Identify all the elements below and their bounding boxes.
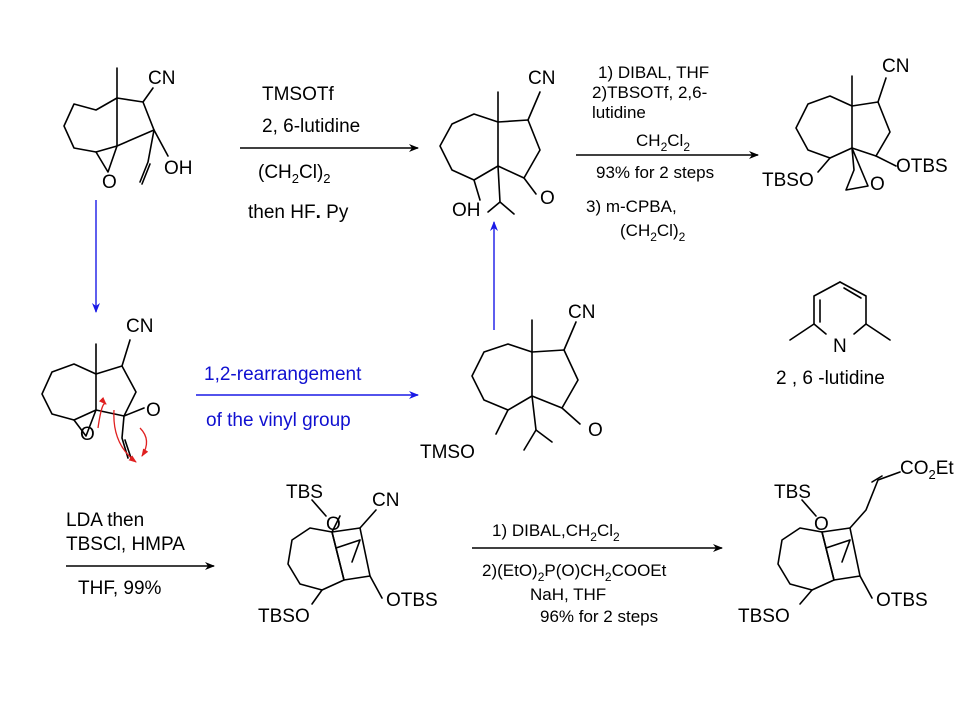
c2-ketone-o-label: O xyxy=(540,188,555,209)
step-2-yield: 93% for 2 steps xyxy=(596,163,714,182)
compound-4: CN O O xyxy=(41,316,161,463)
c7-otbs-label: OTBS xyxy=(876,590,928,611)
c4-o-label: O xyxy=(80,424,95,445)
c6-o-label: O xyxy=(326,514,341,535)
c1-oh-label: OH xyxy=(164,158,193,179)
step-2-line-3: lutidine xyxy=(592,103,646,122)
step-4: 1) DIBAL,CH2Cl2 2)(EtO)2P(O)CH2COOEt NaH… xyxy=(472,521,723,626)
step-1-reagent-1: TMSOTf xyxy=(262,84,334,105)
step-3-line-2: TBSCl, HMPA xyxy=(66,534,185,555)
step-2-line-2: 2)TBSOTf, 2,6- xyxy=(592,83,707,102)
step-2: 1) DIBAL, THF 2)TBSOTf, 2,6- lutidine CH… xyxy=(576,63,759,244)
step-1-workup: then HF. Py xyxy=(248,202,349,223)
c7-tbso-label: TBSO xyxy=(738,606,790,627)
compound-5: CN TMSO O xyxy=(420,302,603,463)
c2-oh-label: OH xyxy=(452,200,481,221)
step-3-line-1: LDA then xyxy=(66,510,144,531)
c5-cn-label: CN xyxy=(568,302,595,323)
rearrangement-line-2: of the vinyl group xyxy=(206,410,351,431)
c6-cn-label: CN xyxy=(372,490,399,511)
step-4-line-2: 2)(EtO)2P(O)CH2COOEt xyxy=(482,561,667,584)
lutidine-name: 2 , 6 -lutidine xyxy=(776,368,885,389)
c3-otbs-label: OTBS xyxy=(896,156,948,177)
compound-1: CN OH O xyxy=(63,67,193,193)
step-2-solvent: CH2Cl2 xyxy=(636,131,690,154)
c6-otbs-label: OTBS xyxy=(386,590,438,611)
step-4-line-3: NaH, THF xyxy=(530,585,606,604)
c3-tbso-label: TBSO xyxy=(762,170,814,191)
step-4-line-1: 1) DIBAL,CH2Cl2 xyxy=(492,521,620,544)
c3-cn-label: CN xyxy=(882,56,909,77)
c4-alkoxide-o-label: O xyxy=(146,400,161,421)
rearrangement-step: 1,2-rearrangement of the vinyl group xyxy=(196,364,419,431)
lutidine-n-label: N xyxy=(833,336,847,357)
step-3-line-3: THF, 99% xyxy=(78,578,162,599)
c5-ketone-o-label: O xyxy=(588,420,603,441)
lutidine-structure: N 2 , 6 -lutidine xyxy=(776,281,891,389)
c6-tbs-label: TBS xyxy=(286,482,323,503)
c2-cn-label: CN xyxy=(528,68,555,89)
c1-o-label: O xyxy=(102,172,117,193)
compound-3: CN TBSO OTBS O xyxy=(762,56,948,195)
c5-tmso-label: TMSO xyxy=(420,442,475,463)
step-2-line-5: (CH2Cl)2 xyxy=(620,221,686,244)
step-1-reagent-2: 2, 6-lutidine xyxy=(262,116,360,137)
step-1-solvent: (CH2Cl)2 xyxy=(258,162,331,186)
step-3: LDA then TBSCl, HMPA THF, 99% xyxy=(66,510,215,599)
c6-tbso-label: TBSO xyxy=(258,606,310,627)
compound-2: CN OH O xyxy=(439,68,555,221)
compound-7: CO2Et TBS O TBSO OTBS xyxy=(738,458,954,627)
step-4-line-4: 96% for 2 steps xyxy=(540,607,658,626)
c7-tbs-label: TBS xyxy=(774,482,811,503)
c7-ester-label: CO2Et xyxy=(900,458,954,482)
step-2-line-1: 1) DIBAL, THF xyxy=(598,63,709,82)
c7-o-label: O xyxy=(814,514,829,535)
rearrangement-line-1: 1,2-rearrangement xyxy=(204,364,362,385)
compound-6: TBS O CN TBSO OTBS xyxy=(258,482,438,627)
c4-cn-label: CN xyxy=(126,316,153,337)
c3-epoxide-o-label: O xyxy=(870,174,885,195)
step-2-line-4: 3) m-CPBA, xyxy=(586,197,677,216)
step-1: TMSOTf 2, 6-lutidine (CH2Cl)2 then HF. P… xyxy=(240,84,419,223)
c1-cn-label: CN xyxy=(148,68,175,89)
